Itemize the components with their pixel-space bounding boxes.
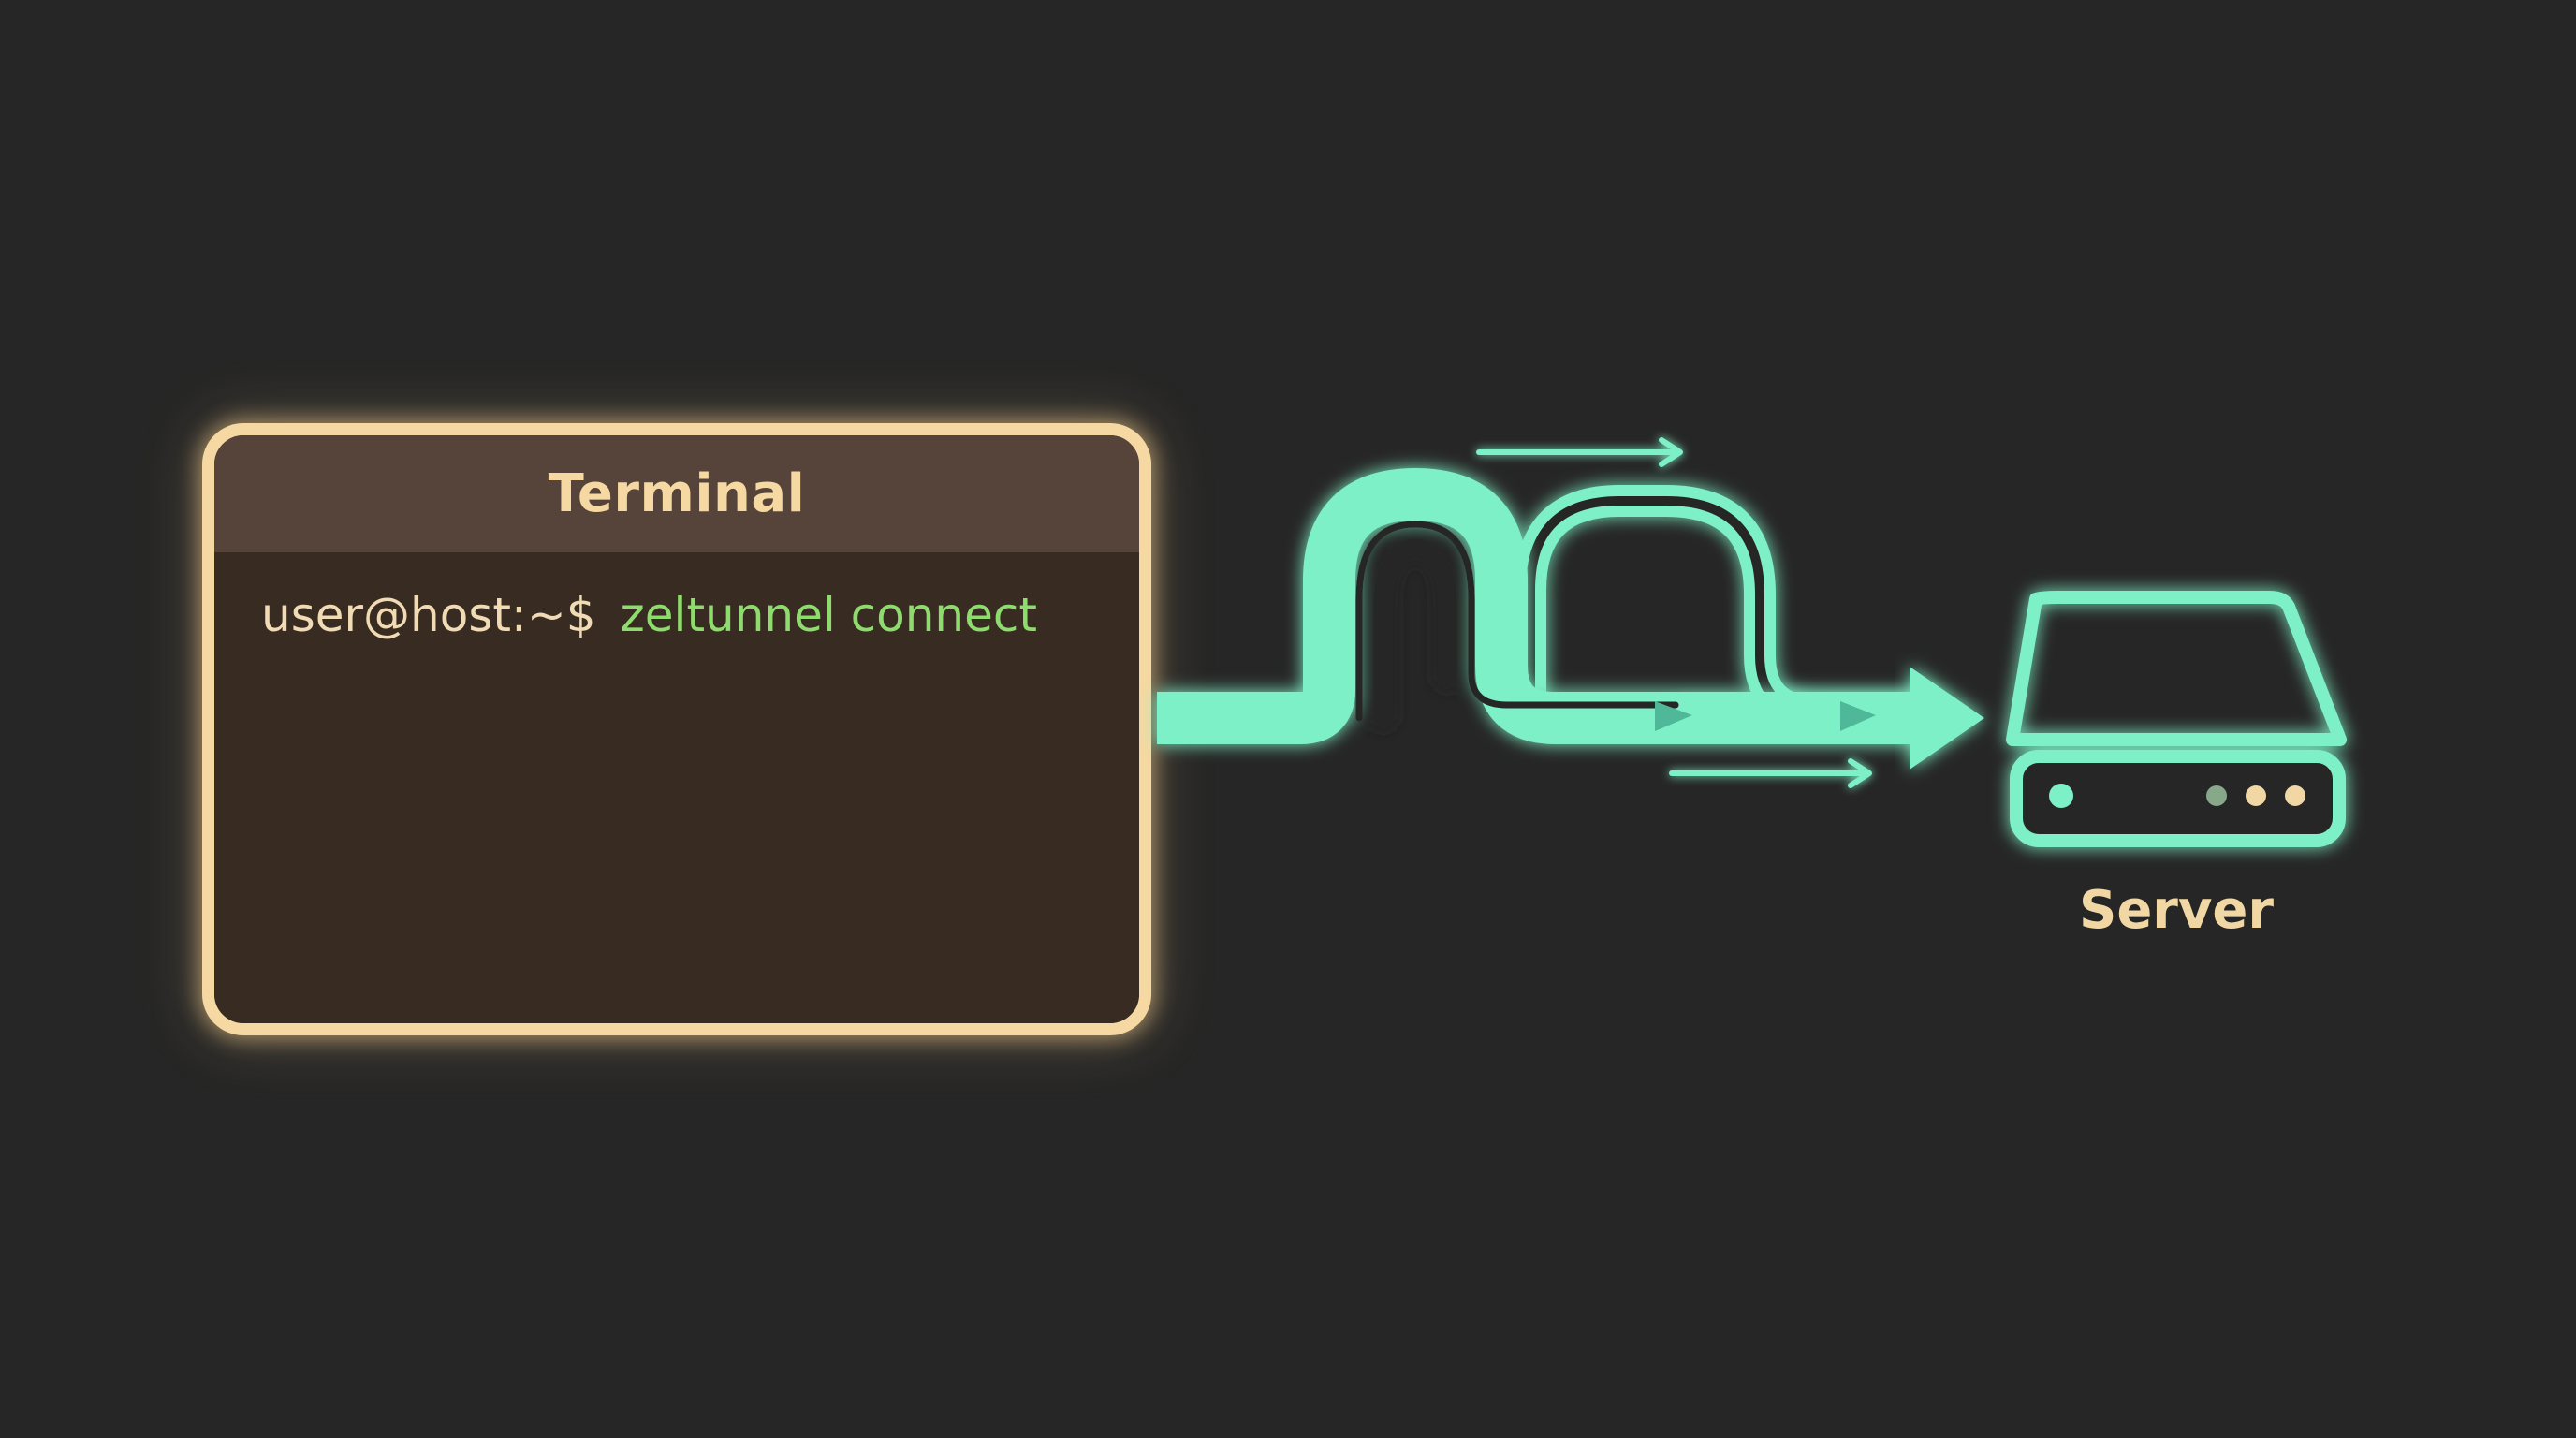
shell-prompt: user@host:~$ (261, 588, 596, 642)
tunnel-main-band (1157, 468, 1928, 744)
tunnel-outer-band (1515, 485, 1944, 727)
tunnel-arrowhead (1910, 667, 1984, 770)
shell-command: zeltunnel connect (620, 588, 1037, 642)
server-label: Server (2078, 880, 2275, 941)
flow-arrow-bottom (1669, 758, 1872, 788)
terminal-title: Terminal (548, 463, 806, 524)
inline-arrowhead-left (1655, 701, 1692, 731)
terminal-window: Terminal user@host:~$ zeltunnel connect (202, 423, 1151, 1035)
terminal-titlebar: Terminal (214, 435, 1139, 552)
flow-arrow-top (1476, 437, 1683, 467)
terminal-body: user@host:~$ zeltunnel connect (214, 552, 1139, 1023)
server-icon (2006, 591, 2347, 847)
inline-arrowhead-right (1840, 701, 1876, 731)
command-line: user@host:~$ zeltunnel connect (261, 588, 1037, 642)
